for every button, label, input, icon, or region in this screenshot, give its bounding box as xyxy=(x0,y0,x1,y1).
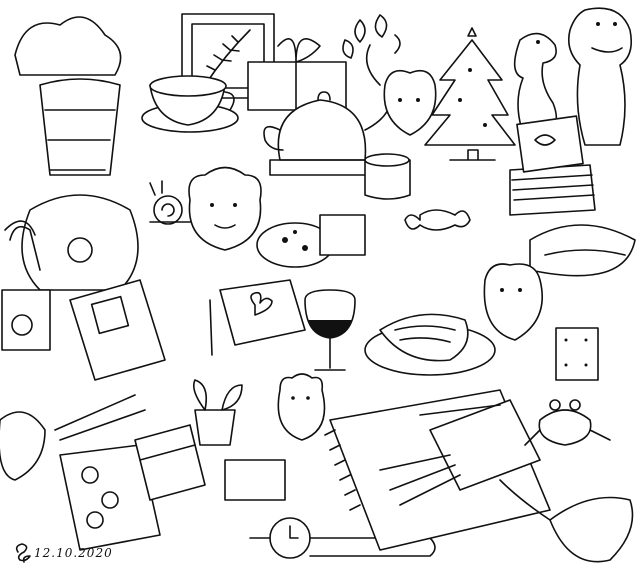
chopsticks xyxy=(54,394,146,441)
camera xyxy=(1,289,51,351)
mug xyxy=(364,153,411,200)
postcard xyxy=(224,459,286,501)
candy xyxy=(404,209,471,231)
snail xyxy=(149,180,191,225)
roast-plate xyxy=(364,313,496,376)
face-mask xyxy=(549,496,634,563)
book-stack xyxy=(509,115,596,216)
pencil-cup xyxy=(379,399,541,506)
candy-cane xyxy=(9,225,41,271)
decorated-plate xyxy=(529,224,636,277)
potted-plant xyxy=(342,14,401,86)
plant-pot xyxy=(192,379,243,446)
cracker xyxy=(555,327,599,381)
cookie-plate xyxy=(256,214,366,268)
bear-figure xyxy=(383,69,437,136)
wristwatch xyxy=(249,517,436,559)
crab xyxy=(524,399,611,446)
artist-signature xyxy=(15,543,31,563)
dinosaur-toy xyxy=(513,32,558,134)
mouse-character xyxy=(188,166,262,251)
coffee-cup xyxy=(141,75,239,133)
small-mouse xyxy=(277,373,326,441)
signature-date: 12.10.2020 xyxy=(34,546,113,560)
fish-jar xyxy=(4,16,139,291)
wine-glass xyxy=(304,289,356,371)
mask-strap xyxy=(499,479,551,521)
sandwich xyxy=(134,424,206,501)
christmas-tree xyxy=(424,27,516,161)
hippo-plush xyxy=(567,7,633,146)
gift-box xyxy=(247,38,347,111)
sushi-tray xyxy=(59,444,161,551)
greeting-card xyxy=(209,279,306,356)
salad-bowl xyxy=(0,411,46,481)
open-book xyxy=(69,279,166,381)
bear-character xyxy=(483,263,544,341)
